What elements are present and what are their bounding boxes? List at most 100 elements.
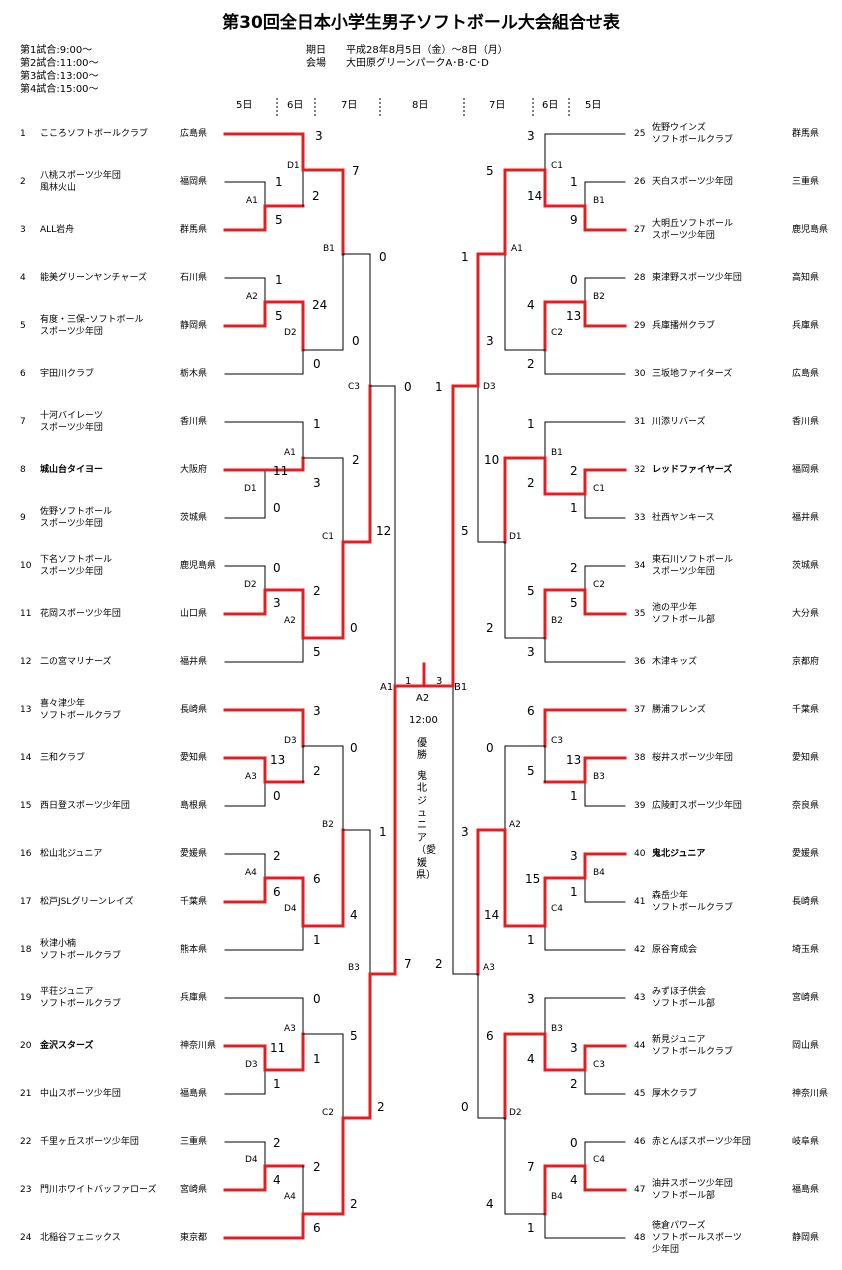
bracket-line xyxy=(583,588,627,616)
team-name: ソフトボールスポーツ xyxy=(652,1233,742,1243)
team-no: 46 xyxy=(634,1137,646,1147)
score-label: 0 xyxy=(570,273,578,287)
court-label: B2 xyxy=(593,292,605,302)
court-label: A3 xyxy=(245,772,257,782)
team-name: 東石川ソフトボール xyxy=(652,555,734,565)
team-name: 門川ホワイトバッファローズ xyxy=(40,1185,157,1195)
bracket-line xyxy=(223,204,267,232)
team-name: 佐野ソフトボール xyxy=(40,507,113,517)
score-label: 3 xyxy=(313,476,321,490)
score-label: 5 xyxy=(313,645,321,659)
team-name: 中山スポーツ少年団 xyxy=(40,1089,121,1099)
score-label: 1 xyxy=(570,885,578,899)
court-label: C3 xyxy=(593,1060,606,1070)
court-label: C1 xyxy=(551,161,564,171)
court-label: C1 xyxy=(593,484,606,494)
day-header-5-left: 5日 xyxy=(236,100,253,111)
score-label: 1 xyxy=(313,933,321,947)
team-no: 18 xyxy=(20,945,32,955)
team-name: 千里ヶ丘スポーツ少年団 xyxy=(40,1137,139,1147)
team-prefecture: 鹿児島県 xyxy=(180,561,217,571)
bracket-line xyxy=(369,385,396,687)
schedule-3: 第3試合:13:00～ xyxy=(20,71,99,82)
team-no: 31 xyxy=(634,417,646,427)
bracket-line xyxy=(224,421,304,459)
score-label: 13 xyxy=(566,309,582,323)
day-header-5-right: 5日 xyxy=(585,100,602,111)
bracket-line xyxy=(224,997,304,1035)
team-name: ソフトボール部 xyxy=(652,999,716,1009)
court-label: D4 xyxy=(284,904,297,914)
bracket-line xyxy=(224,781,266,807)
team-prefecture: 熊本県 xyxy=(180,945,208,955)
team-name: 油井スポーツ少年団 xyxy=(652,1179,733,1189)
team-name: 池の平少年 xyxy=(652,603,698,613)
score-label: 0 xyxy=(570,1136,578,1150)
court-label: B2 xyxy=(322,820,334,830)
team-no: 34 xyxy=(634,561,646,571)
team-no: 30 xyxy=(634,369,646,379)
bracket-line xyxy=(476,252,507,388)
bracket-line xyxy=(223,876,267,904)
score-label: 1 xyxy=(570,789,578,803)
bracket-line xyxy=(301,540,345,640)
score-label: 0 xyxy=(313,992,321,1006)
score-label: 1 xyxy=(379,825,387,839)
score-label: 4 xyxy=(527,298,535,312)
score-label: 1 xyxy=(461,250,469,264)
court-label: C4 xyxy=(593,1155,606,1165)
team-no: 13 xyxy=(20,705,32,715)
court-label: C4 xyxy=(551,904,564,914)
team-no: 36 xyxy=(634,657,646,667)
team-name: スポーツ少年団 xyxy=(652,231,715,241)
court-label: D3 xyxy=(483,382,496,392)
court-label: D3 xyxy=(284,736,297,746)
team-prefecture: 福島県 xyxy=(180,1089,208,1099)
bracket-line xyxy=(224,349,304,375)
bracket-line xyxy=(224,1141,266,1167)
team-prefecture: 大阪府 xyxy=(180,465,208,475)
bracket-line xyxy=(503,828,547,928)
team-no: 9 xyxy=(20,513,26,523)
score-label: 0 xyxy=(273,561,281,575)
team-name: 桜井スポーツ少年団 xyxy=(652,753,733,763)
score-label: 6 xyxy=(527,704,535,718)
team-prefecture: 長崎県 xyxy=(180,705,208,715)
court-label: A2 xyxy=(246,292,258,302)
team-name: スポーツ少年団 xyxy=(40,327,103,337)
team-name: 城山台タイヨー xyxy=(40,465,104,475)
final-time: 12:00 xyxy=(409,715,438,726)
team-name: 松山北ジュニア xyxy=(40,849,103,859)
team-prefecture: 大分県 xyxy=(792,609,820,619)
team-no: 48 xyxy=(634,1233,646,1243)
day-header-8: 8日 xyxy=(412,100,429,111)
court-label: D4 xyxy=(245,1155,258,1165)
bracket-line xyxy=(302,253,344,351)
team-prefecture: 静岡県 xyxy=(180,321,208,331)
court-label: C2 xyxy=(322,1108,335,1118)
bracket-line xyxy=(584,877,626,903)
team-no: 26 xyxy=(634,177,646,187)
score-label: 2 xyxy=(350,1197,358,1211)
team-prefecture: 岡山県 xyxy=(792,1041,820,1051)
score-label: 5 xyxy=(275,213,283,227)
score-label: 0 xyxy=(461,1100,469,1114)
team-prefecture: 神奈川県 xyxy=(180,1041,217,1051)
court-label: B3 xyxy=(593,772,605,782)
team-no: 32 xyxy=(634,465,646,475)
team-prefecture: 京都府 xyxy=(792,657,820,667)
team-name: 勝浦フレンズ xyxy=(652,705,706,715)
court-label: A3 xyxy=(284,1024,296,1034)
score-label: 2 xyxy=(313,764,321,778)
team-no: 38 xyxy=(634,753,646,763)
score-label: 0 xyxy=(313,357,321,371)
team-prefecture: 鹿児島県 xyxy=(792,225,829,235)
team-no: 6 xyxy=(20,369,26,379)
team-name: 森岳少年 xyxy=(652,891,689,901)
team-name: 能美グリーンヤンチャーズ xyxy=(40,273,148,283)
team-prefecture: 福島県 xyxy=(792,1185,820,1195)
team-prefecture: 高知県 xyxy=(792,273,820,283)
score-label: 7 xyxy=(352,164,360,178)
court-label: B2 xyxy=(551,616,563,626)
team-no: 16 xyxy=(20,849,32,859)
